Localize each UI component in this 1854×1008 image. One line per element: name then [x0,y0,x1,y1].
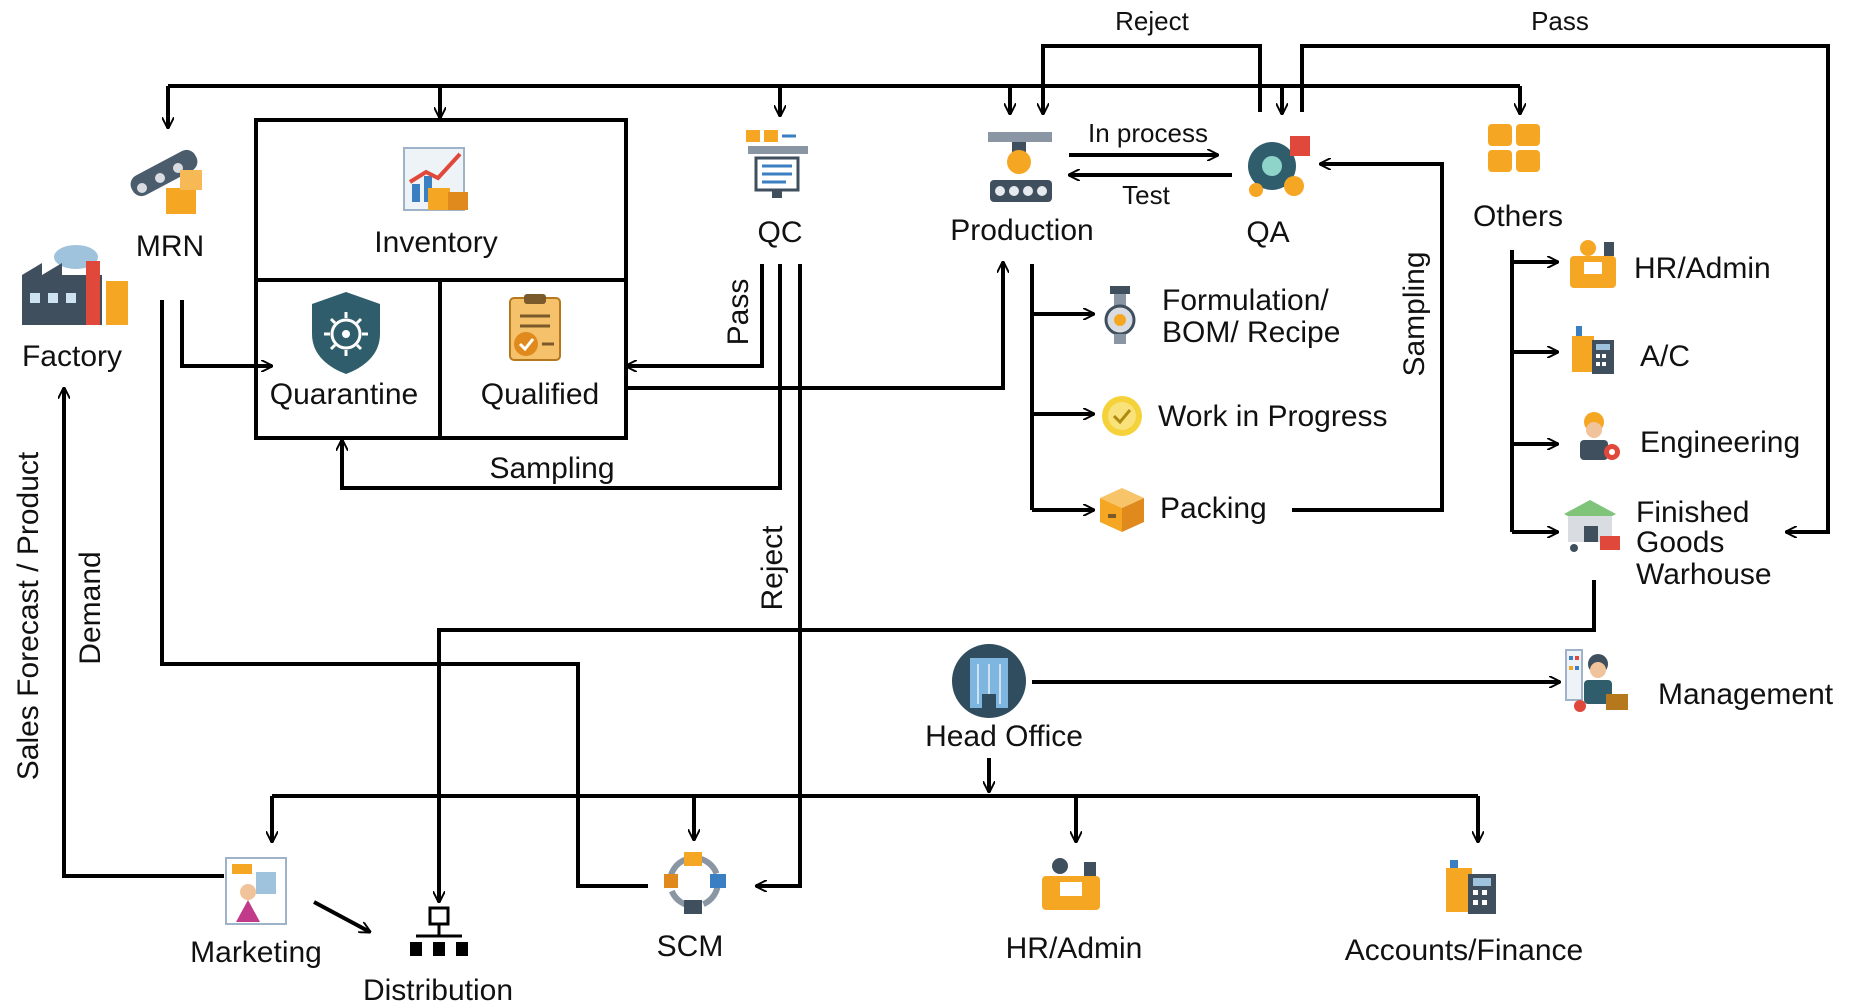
check-circle-icon [1102,396,1142,436]
head-office-label: Head Office [925,720,1083,753]
qualified-label: Qualified [481,378,599,411]
pass-qc-label: Pass [722,279,755,346]
qualified-to-production-line [626,262,1003,390]
distribution-label: Distribution [363,974,513,1007]
reject-loop-line [1043,44,1262,114]
factory-icon [22,245,128,325]
reject-top-label: Reject [1115,6,1189,36]
mrn-to-scm-line [160,300,648,888]
inventory-box [254,118,628,440]
sales-forecast-label: Sales Forecast / Product [12,451,45,780]
hr-desk-icon [1570,240,1616,288]
quarantine-label: Quarantine [270,378,418,411]
fg-label-line1: Finished [1636,496,1749,529]
inventory-label: Inventory [374,226,497,259]
inventory-chart-icon [403,147,468,211]
conveyor-boxes-icon [130,149,202,214]
hr-admin-top-label: HR/Admin [1634,252,1771,285]
qc-pass-line [626,264,764,366]
manager-icon [1565,649,1628,712]
production-label: Production [950,214,1093,247]
demand-label: Demand [74,551,107,664]
box-icon [1100,488,1144,532]
factory-label: Factory [22,340,122,373]
qc-label: QC [758,216,803,249]
pass-loop-line [1300,44,1830,532]
fg-to-distribution-line [439,580,1596,902]
pass-top-label: Pass [1531,6,1589,36]
others-label: Others [1473,200,1563,233]
marketing-to-factory-line [64,388,224,878]
mrn-label: MRN [136,230,204,263]
marketing-label: Marketing [190,936,322,969]
formulation-label-line2: BOM/ Recipe [1162,316,1340,349]
gear-magnifier-icon [1248,136,1310,197]
qa-label: QA [1246,216,1289,249]
wip-label: Work in Progress [1158,400,1388,433]
scm-label: SCM [657,930,724,963]
qc-reject-line [756,264,802,886]
packing-sampling-line [1292,164,1444,512]
calculator-icon [1446,860,1496,914]
checklist-badge-icon [509,294,561,361]
grid-tiles-icon [1488,124,1540,172]
ac-label: A/C [1640,340,1690,373]
test-label: Test [1122,180,1170,210]
reject-qc-label: Reject [756,525,789,611]
qc-sampling-line [342,264,782,490]
supply-cycle-icon [664,852,726,914]
hr-admin-bottom-label: HR/Admin [1006,932,1143,965]
building-icon [952,644,1026,718]
connectors [64,44,1830,934]
sampling-qc-label: Sampling [489,452,614,485]
flask-icon [1104,286,1136,344]
virus-shield-icon [312,292,380,374]
fg-label-line3: Warhouse [1636,558,1772,591]
mrn-to-quarantine-line [180,300,272,366]
accounts-finance-label: Accounts/Finance [1345,934,1583,967]
engineer-icon [1580,412,1620,460]
sampling-qa-label: Sampling [1398,251,1431,376]
engineering-label: Engineering [1640,426,1800,459]
marketing-icon [225,857,287,925]
calculator-icon [1572,326,1614,374]
fg-label-line2: Goods [1636,526,1724,559]
warehouse-icon [1564,500,1620,552]
distribution-network-icon [410,906,468,956]
in-process-label: In process [1088,118,1208,148]
management-label: Management [1658,678,1834,711]
marketing-to-distribution-line [313,900,370,934]
hr-desk-icon [1042,858,1100,910]
formulation-label-line1: Formulation/ [1162,284,1329,317]
monitor-checklist-icon [746,130,808,198]
packing-label: Packing [1160,492,1267,525]
robot-assembly-icon [988,132,1052,202]
